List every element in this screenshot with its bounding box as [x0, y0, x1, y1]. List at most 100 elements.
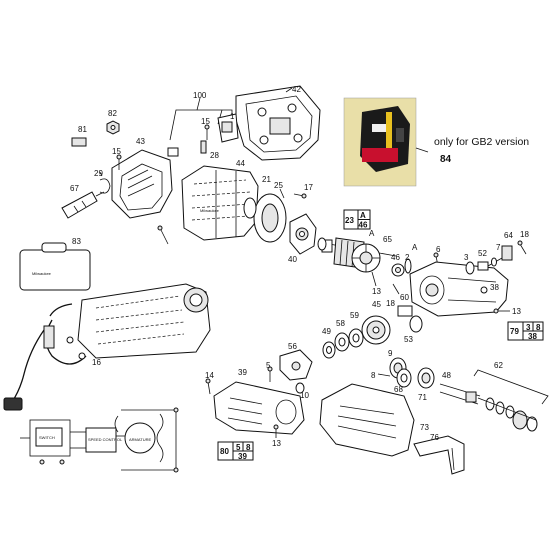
part-3-washer [465, 261, 475, 275]
label-67: 67 [70, 184, 79, 193]
label-13-right: 13 [512, 307, 521, 316]
label-46: 46 [391, 253, 400, 262]
part-13-screw-right [493, 308, 510, 314]
part-39-front-housing [213, 381, 305, 435]
label-82: 82 [108, 109, 117, 118]
label-53: 53 [404, 335, 413, 344]
label-3: 3 [464, 253, 469, 262]
label-45: 45 [372, 300, 381, 309]
label-62: 62 [494, 361, 503, 370]
label-49: 49 [322, 327, 331, 336]
label-15-right: 15 [201, 117, 210, 126]
label-7: 7 [496, 243, 501, 252]
label-10: 10 [300, 391, 309, 400]
label-28: 28 [210, 151, 219, 160]
part-21-field-coil [253, 193, 287, 243]
part-15-screw-left [116, 154, 122, 170]
part-81-carbon-brush [71, 137, 87, 147]
label-40: 40 [288, 255, 297, 264]
part-56-cam [279, 349, 313, 381]
assembled-motor-wiring [3, 283, 211, 411]
box-80 [217, 441, 254, 461]
part-59-washer [348, 328, 364, 348]
label-16-lower: 16 [92, 358, 101, 367]
part-16-screw [157, 225, 169, 245]
part-10-washer [295, 382, 305, 394]
part-43-handle-housing [111, 149, 173, 219]
label-81: 81 [78, 125, 87, 134]
label-A-armature: A [369, 229, 375, 238]
part-25-fan [243, 197, 257, 219]
label-18-top: 18 [520, 230, 529, 239]
box-23-top: A [360, 211, 366, 220]
label-13-top: 13 [372, 287, 381, 296]
part-8-pin [377, 373, 391, 377]
circuit-switch-label: SWITCH [39, 435, 55, 440]
part-65-fan [351, 243, 381, 273]
case-logo-text: Milwaukee [32, 271, 52, 276]
box-23-bottom: 46 [359, 221, 368, 230]
label-71: 71 [418, 393, 427, 402]
part-44-motor-housing [181, 165, 259, 241]
label-58: 58 [336, 319, 345, 328]
label-59: 59 [350, 311, 359, 320]
plug-photo-84 [343, 97, 417, 187]
part-18-pin-lower [392, 283, 400, 295]
label-43: 43 [136, 137, 145, 146]
label-100: 100 [193, 91, 207, 100]
box-23 [343, 209, 371, 230]
part-14-screw [205, 378, 211, 395]
label-21: 21 [262, 175, 271, 184]
box-80-top-right: 8 [246, 443, 251, 452]
part-53-bearing [409, 315, 423, 333]
box-79-bottom: 38 [528, 332, 537, 341]
part-45-gear [361, 315, 391, 345]
part-17-screw [293, 193, 307, 199]
part-5-pin [267, 366, 273, 382]
label-14: 14 [205, 371, 214, 380]
label-A-housing: A [412, 243, 418, 252]
label-73: 73 [420, 423, 429, 432]
label-52: 52 [478, 249, 487, 258]
part-67-cord-guard [61, 191, 105, 219]
label-64: 64 [504, 231, 513, 240]
part-7-shaft [487, 257, 503, 267]
part-1-switch [217, 113, 239, 143]
label-39: 39 [238, 368, 247, 377]
part-83-carry-case [19, 242, 91, 291]
part-82-nut [106, 120, 120, 135]
label-25: 25 [274, 181, 283, 190]
box-79-main: 79 [510, 327, 519, 336]
part-28-lever [200, 140, 207, 154]
part-48-plunger [439, 383, 481, 405]
label-5: 5 [266, 361, 271, 370]
circuit-speed-label: SPEED CONTROL [88, 437, 123, 442]
part-64-cap [501, 245, 513, 261]
label-65: 65 [383, 235, 392, 244]
part-62-blade-clamp [473, 369, 549, 432]
motor-logo-text: Milwaukee [200, 208, 220, 213]
part-15-screw-right [204, 124, 210, 140]
label-8: 8 [371, 371, 376, 380]
part-52-bushing [477, 261, 489, 271]
part-60-spacer [397, 305, 413, 317]
box-80-bottom: 39 [238, 452, 247, 461]
gb2-note: only for GB2 version [434, 136, 529, 148]
part-42-housing-half [235, 85, 321, 161]
label-1: 1 [230, 112, 235, 121]
part-40-baffle-plate [289, 213, 317, 255]
label-29: 29 [94, 169, 103, 178]
part-38-gear-housing [409, 261, 509, 317]
part-13-screw-lower [273, 424, 279, 438]
label-83: 83 [72, 237, 81, 246]
label-13-lower: 13 [272, 439, 281, 448]
box-79-top-left: 3 [526, 323, 531, 332]
label-18-lower: 18 [386, 299, 395, 308]
part-46-bearing [391, 263, 405, 277]
label-56: 56 [288, 342, 297, 351]
circuit-diagram [20, 407, 179, 473]
label-84: 84 [440, 154, 452, 165]
label-44: 44 [236, 159, 245, 168]
label-68: 68 [394, 385, 403, 394]
circuit-armature-label: ARMATURE [129, 437, 151, 442]
